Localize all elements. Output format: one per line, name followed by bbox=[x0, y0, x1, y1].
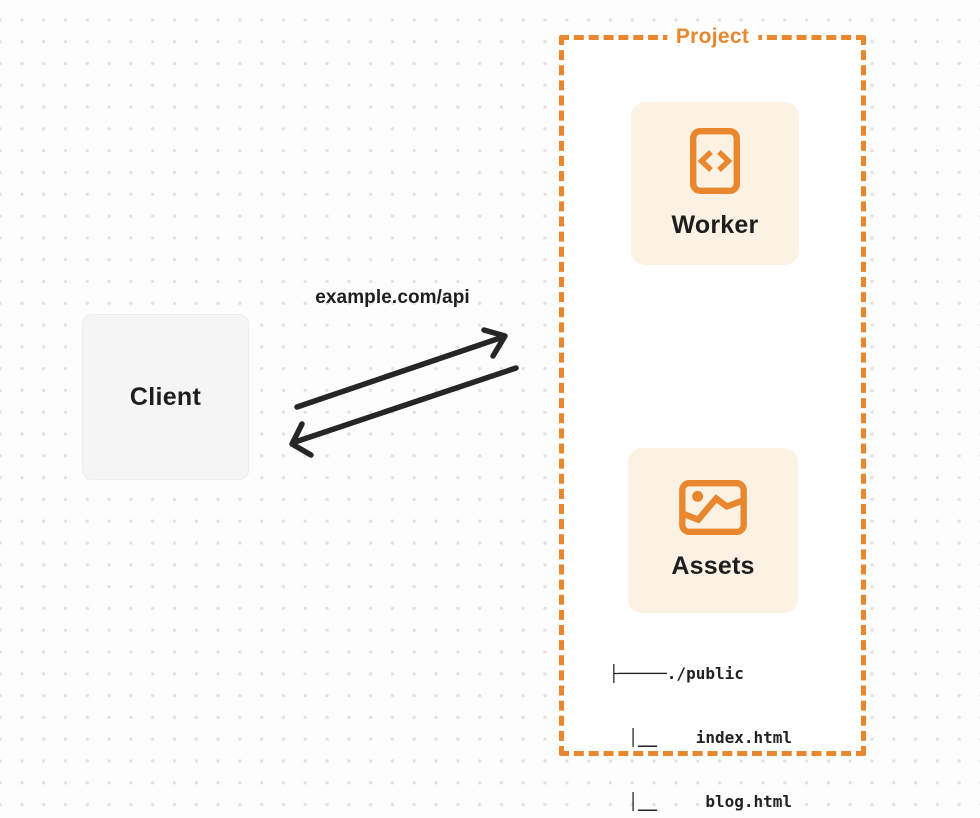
file-tree-line-public: ├─────./public bbox=[609, 663, 744, 683]
image-icon bbox=[679, 480, 747, 535]
client-node-label: Client bbox=[129, 382, 202, 411]
file-tree: ├─────./public │__ index.html │__ blog.h… bbox=[609, 620, 792, 818]
project-label: Project bbox=[666, 23, 759, 51]
file-tree-line-index: │__ index.html bbox=[609, 728, 793, 748]
assets-node: Assets bbox=[628, 448, 798, 613]
request-url-label: example.com/api bbox=[315, 287, 470, 308]
request-arrow bbox=[294, 327, 508, 410]
file-tree-line-blog: │__ blog.html bbox=[609, 792, 793, 812]
client-node: Client bbox=[82, 314, 249, 480]
response-arrow bbox=[289, 365, 519, 458]
worker-node-label: Worker bbox=[671, 210, 759, 239]
code-document-icon bbox=[690, 127, 740, 194]
assets-node-label: Assets bbox=[671, 552, 755, 580]
worker-node: Worker bbox=[631, 102, 799, 265]
